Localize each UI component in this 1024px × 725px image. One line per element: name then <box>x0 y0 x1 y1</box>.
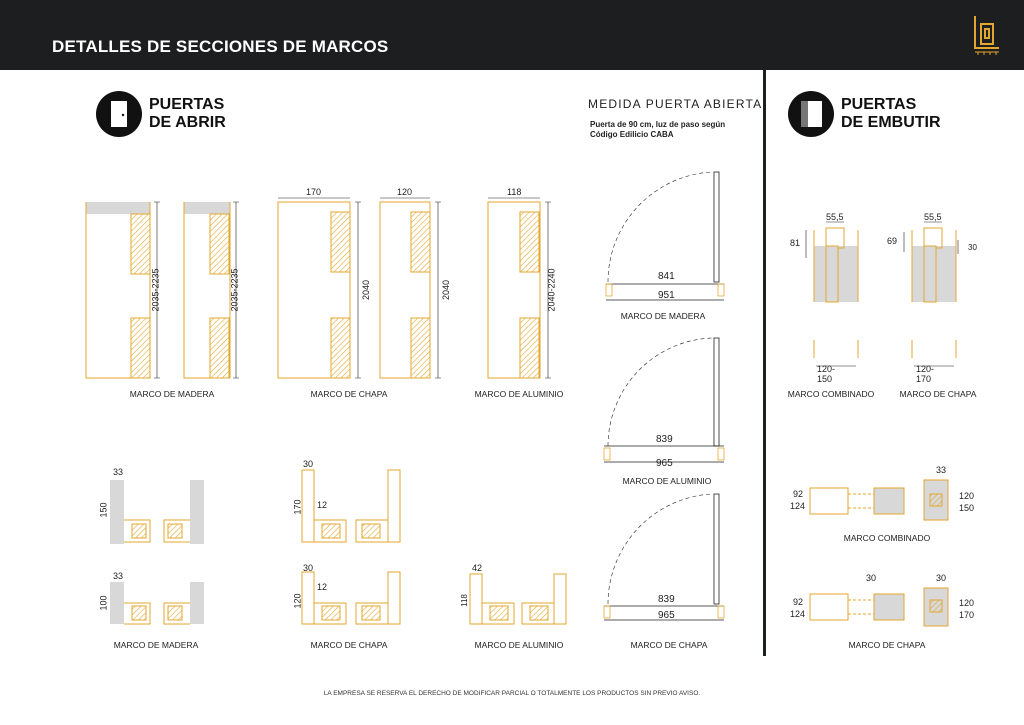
brand-logo-icon <box>974 16 999 55</box>
medida-note-line: Puerta de 90 cm, luz de paso según <box>590 120 726 129</box>
dim-label: 120-170 <box>916 364 935 384</box>
door-swing-aluminio <box>603 337 725 463</box>
embutir-elevation-combinado <box>813 227 859 358</box>
caption-embutir-section-combinado: MARCO COMBINADO <box>843 533 931 543</box>
dim-label: 120 <box>292 593 303 609</box>
dim-label: 30 <box>968 243 977 252</box>
section-madera-150 <box>110 480 204 544</box>
dim-label: 2040-2240 <box>546 268 557 312</box>
embutir-section-combinado <box>809 479 949 521</box>
section-divider <box>763 70 766 656</box>
dim-label: 12 <box>317 500 328 510</box>
dim-label: 55,5 <box>826 212 844 222</box>
dim-label: 81 <box>790 238 801 248</box>
dim-label: 839 <box>658 594 675 605</box>
dim-label: 69 <box>887 236 898 246</box>
door-swing-chapa <box>603 493 725 621</box>
caption-embutir-section-chapa: MARCO DE CHAPA <box>848 640 926 650</box>
dim-label: 965 <box>656 458 673 469</box>
dim-label: 124 <box>790 501 806 511</box>
dim-label: 33 <box>936 465 947 475</box>
dim-label: 2035-2235 <box>229 268 240 312</box>
dim-label: 839 <box>656 434 673 445</box>
section-title-abrir: PUERTAS DE ABRIR <box>149 96 226 132</box>
elevation-madera-1 <box>85 202 151 379</box>
caption-section-chapa: MARCO DE CHAPA <box>310 640 388 650</box>
medida-note-line: Código Edilicio CABA <box>590 130 674 139</box>
dim-label: 150 <box>959 503 975 513</box>
dim-label: 170 <box>292 499 303 515</box>
door-swing-madera <box>605 171 725 301</box>
dim-label: 120-150 <box>817 364 836 384</box>
dim-label: 30 <box>936 573 947 583</box>
dim-label: 42 <box>472 563 483 573</box>
dim-label: 841 <box>658 271 675 282</box>
section-title-line: PUERTAS <box>149 96 225 113</box>
dim-label: 33 <box>113 571 124 581</box>
embutir-section-chapa <box>809 587 949 627</box>
door-open-icon <box>96 91 142 137</box>
elevation-chapa-1 <box>277 201 351 379</box>
dim-label: 118 <box>459 594 469 607</box>
dim-label: 120 <box>959 491 975 501</box>
dim-label: 120 <box>397 187 413 197</box>
dim-label: 965 <box>658 610 675 621</box>
dim-label: 12 <box>317 582 328 592</box>
section-aluminio-118 <box>469 573 567 625</box>
caption-elevation-aluminio: MARCO DE ALUMINIO <box>474 389 564 399</box>
caption-elevation-chapa: MARCO DE CHAPA <box>310 389 388 399</box>
footer-disclaimer: LA EMPRESA SE RESERVA EL DERECHO DE MODI… <box>323 690 701 697</box>
section-title-embutir: PUERTAS DE EMBUTIR <box>841 96 941 132</box>
dim-label: 92 <box>793 597 804 607</box>
dim-label: 33 <box>113 467 124 477</box>
section-title-line: DE EMBUTIR <box>841 114 941 131</box>
dim-label: 118 <box>507 187 522 197</box>
dim-label: 150 <box>98 502 109 518</box>
dim-label: 30 <box>303 459 314 469</box>
medida-note: Puerta de 90 cm, luz de paso según Códig… <box>590 120 725 140</box>
dim-label: 92 <box>793 489 804 499</box>
dim-label: 55,5 <box>924 212 942 222</box>
dim-label: 170 <box>959 610 975 620</box>
caption-embutir-combinado: MARCO COMBINADO <box>787 389 875 399</box>
dim-label: 2040 <box>441 279 452 301</box>
section-madera-100 <box>110 582 204 625</box>
section-chapa-170 <box>301 469 401 543</box>
dim-label: 2035-2235 <box>150 268 161 312</box>
caption-elevation-madera: MARCO DE MADERA <box>129 389 215 399</box>
dim-label: 951 <box>658 290 675 301</box>
dim-label: 124 <box>790 609 806 619</box>
section-title-line: PUERTAS <box>841 96 917 113</box>
elevation-aluminio <box>487 201 541 379</box>
embutir-elevation-chapa <box>911 227 957 358</box>
dim-label: 120 <box>959 598 975 608</box>
dim-label: 170 <box>306 187 322 197</box>
caption-section-aluminio: MARCO DE ALUMINIO <box>474 640 564 650</box>
elevation-chapa-2 <box>379 201 431 379</box>
caption-section-madera: MARCO DE MADERA <box>113 640 199 650</box>
caption-opening-madera: MARCO DE MADERA <box>620 311 706 321</box>
caption-opening-aluminio: MARCO DE ALUMINIO <box>622 476 712 486</box>
door-sliding-icon <box>788 91 834 137</box>
dim-label: 2040 <box>361 279 372 301</box>
caption-embutir-chapa: MARCO DE CHAPA <box>899 389 977 399</box>
page-title: DETALLES DE SECCIONES DE MARCOS <box>52 37 389 56</box>
elevation-madera-2 <box>183 202 231 379</box>
section-chapa-120 <box>301 571 401 625</box>
dim-label: 100 <box>98 595 109 611</box>
dim-label: 30 <box>303 563 314 573</box>
section-title-line: DE ABRIR <box>149 114 226 131</box>
dim-label: 30 <box>866 573 877 583</box>
header-bar: DETALLES DE SECCIONES DE MARCOS <box>0 0 1024 70</box>
medida-title: MEDIDA PUERTA ABIERTA <box>588 97 763 111</box>
caption-opening-chapa: MARCO DE CHAPA <box>630 640 708 650</box>
